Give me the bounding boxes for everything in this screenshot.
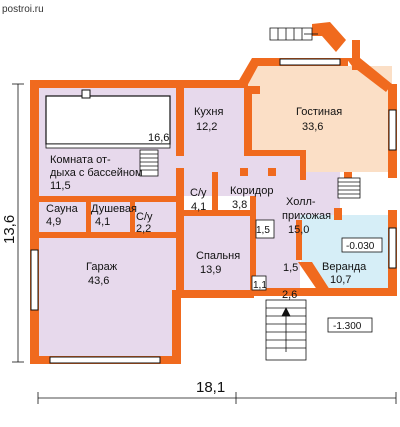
wall-kitchen-living	[244, 86, 252, 156]
column-2	[240, 168, 248, 176]
wall-stair-right	[352, 40, 360, 70]
pool-basin	[45, 95, 171, 145]
pool-room-name-2: дыха с бассейном	[50, 167, 143, 179]
stairs-entrance	[265, 299, 307, 361]
small-area-3: 1,5	[283, 262, 298, 274]
small-area-1: 1,5	[256, 225, 270, 236]
room-labels: Кухня 12,2 Гостиная 33,6 16,6 Комната от…	[46, 106, 367, 301]
wall-hall-veranda	[334, 208, 342, 220]
pool-room-name-1: Комната от-	[50, 154, 111, 166]
wall-kitchen-left	[176, 86, 184, 156]
wall-pool-bottom	[36, 196, 182, 202]
pool-ladder	[81, 89, 91, 99]
bedroom-area: 13,9	[200, 264, 221, 276]
pool-area-label: 16,6	[148, 132, 169, 144]
wc-name: С/у	[190, 187, 207, 199]
wall-bay-living	[238, 58, 272, 88]
veranda-fill	[300, 215, 392, 290]
corridor-name: Коридор	[230, 185, 273, 197]
level-veranda: -0.030	[346, 241, 375, 252]
wall-bedroom-top	[180, 210, 254, 216]
veranda-name: Веранда	[322, 261, 367, 273]
wc-small-area: 2,2	[136, 223, 151, 235]
wc-small-name: С/у	[136, 211, 153, 223]
sauna-area: 4,9	[46, 216, 61, 228]
wall-sauna-bottom	[36, 232, 182, 238]
dimension-width	[37, 392, 397, 404]
wall-bottom-mid	[252, 288, 322, 296]
wall-left	[30, 80, 39, 364]
room-fills	[36, 66, 392, 360]
hall-name-2: прихожая	[282, 210, 331, 222]
walls	[30, 22, 397, 364]
living-area: 33,6	[302, 121, 323, 133]
wc-area: 4,1	[191, 201, 206, 213]
column-4	[344, 172, 352, 180]
garage-fill	[36, 236, 180, 360]
wall-sauna-shower	[86, 200, 91, 234]
pool-room-area: 11,5	[50, 180, 71, 192]
kitchen-name: Кухня	[194, 106, 223, 118]
dimension-depth	[12, 83, 24, 363]
garage-area: 43,6	[88, 275, 109, 287]
wall-stair-top	[312, 22, 346, 52]
shower-area: 4,1	[95, 216, 110, 228]
depth-dimension: 13,6	[1, 215, 18, 244]
wall-closet-right	[296, 220, 302, 260]
wall-central-left	[176, 168, 184, 292]
wall-shower-wc	[130, 200, 135, 234]
wall-stair-mid	[300, 150, 306, 180]
veranda-area: 10,7	[330, 274, 351, 286]
level-ground: -1.300	[333, 321, 362, 332]
column-3	[268, 168, 276, 176]
wall-living-bottom	[248, 150, 304, 156]
wall-garage-right	[172, 290, 181, 364]
living-room-fill	[248, 66, 392, 172]
pool	[45, 89, 171, 149]
level-box-veranda	[341, 237, 383, 253]
wall-bottom-bedroom	[172, 290, 254, 298]
corridor-area: 3,8	[232, 199, 247, 211]
level-box-ground	[327, 317, 373, 333]
wall-wc-corridor	[212, 172, 218, 212]
garage-name: Гараж	[86, 261, 118, 273]
sauna-fill	[36, 198, 180, 236]
kitchen-area: 12,2	[196, 121, 217, 133]
hall-name-1: Холл-	[286, 196, 316, 208]
width-dimension: 18,1	[196, 379, 225, 396]
hall-area: 15,0	[288, 224, 309, 236]
closet-box-2	[251, 275, 267, 291]
wall-veranda-diag	[298, 262, 330, 294]
small-area-4: 2,6	[282, 289, 297, 301]
closet-box	[255, 219, 275, 239]
column-1	[252, 86, 260, 94]
kitchen-fill	[180, 86, 248, 150]
wall-bottom-veranda	[320, 288, 397, 296]
bedroom-fill	[180, 214, 252, 292]
sauna-name: Сауна	[46, 203, 79, 215]
shower-name: Душевая	[91, 203, 137, 215]
windows	[30, 58, 397, 364]
stairs-top	[269, 27, 318, 41]
source-label: postroi.ru	[2, 4, 44, 15]
wall-top-left	[30, 80, 248, 88]
wall-bedroom-right	[250, 196, 256, 292]
stairs-hall	[337, 177, 361, 199]
stairs-pool	[139, 149, 159, 177]
bedroom-name: Спальня	[196, 250, 240, 262]
living-name: Гостиная	[296, 106, 342, 118]
small-area-2: 1,1	[253, 280, 267, 291]
